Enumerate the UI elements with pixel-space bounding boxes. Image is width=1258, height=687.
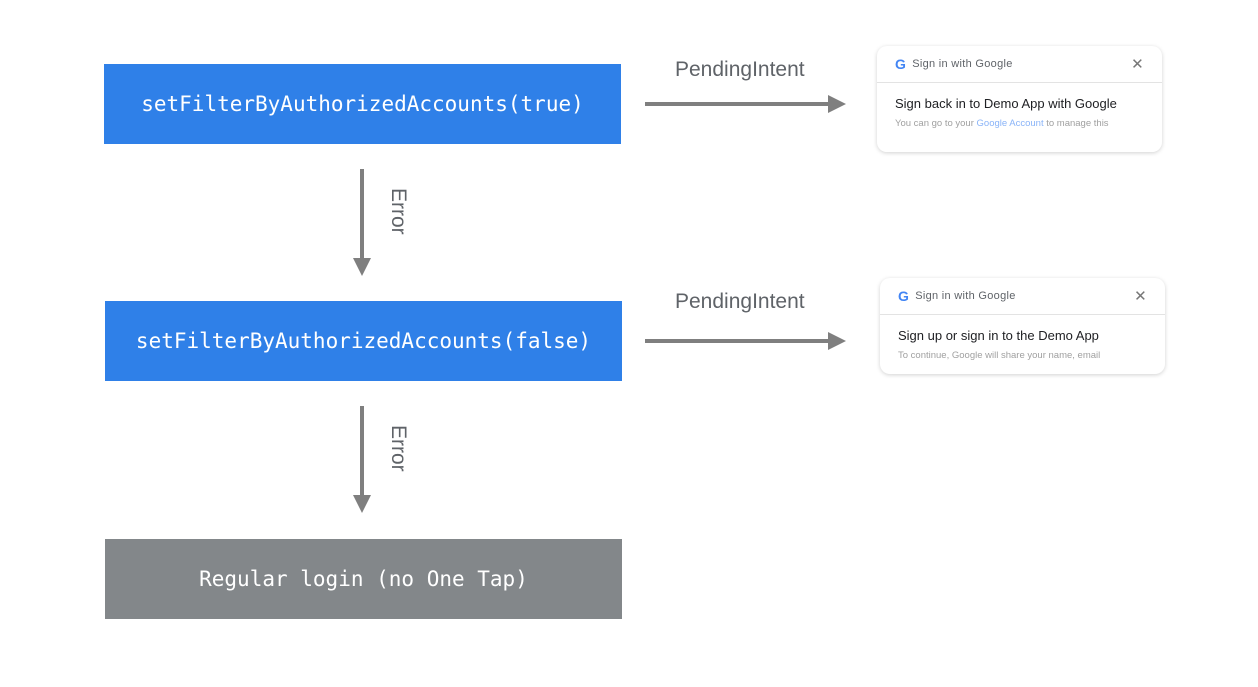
card-header-title: Sign in with Google <box>912 58 1013 70</box>
google-account-link[interactable]: Google Account <box>976 118 1044 129</box>
google-g-icon: G <box>895 56 907 72</box>
card-header: G Sign in with Google ✕ <box>877 46 1162 83</box>
node-regular-login: Regular login (no One Tap) <box>105 539 622 619</box>
card-header-title: Sign in with Google <box>915 290 1016 302</box>
edge-label-error-1: Error <box>387 188 410 235</box>
arrow-error-1 <box>353 169 371 276</box>
card-subtitle: To continue, Google will share your name… <box>898 350 1101 361</box>
google-g-icon: G <box>898 288 910 304</box>
arrow-false-to-card <box>645 332 846 350</box>
signin-card-new: G Sign in with Google ✕ Sign up or sign … <box>880 278 1165 374</box>
edge-label-error-2: Error <box>387 425 410 472</box>
card-title: Sign up or sign in to the Demo App <box>898 328 1099 343</box>
card-subtitle: You can go to your Google Account to man… <box>895 118 1109 129</box>
edge-label-pendingintent-2: PendingIntent <box>675 290 805 313</box>
node-filter-true: setFilterByAuthorizedAccounts(true) <box>104 64 621 144</box>
arrow-true-to-card <box>645 95 846 113</box>
card-header: G Sign in with Google ✕ <box>880 278 1165 315</box>
edge-label-pendingintent-1: PendingIntent <box>675 58 805 81</box>
arrow-error-2 <box>353 406 371 513</box>
signin-card-returning: G Sign in with Google ✕ Sign back in to … <box>877 46 1162 152</box>
node-filter-false: setFilterByAuthorizedAccounts(false) <box>105 301 622 381</box>
close-icon[interactable]: ✕ <box>1131 56 1144 73</box>
close-icon[interactable]: ✕ <box>1134 288 1147 305</box>
card-title: Sign back in to Demo App with Google <box>895 96 1117 111</box>
